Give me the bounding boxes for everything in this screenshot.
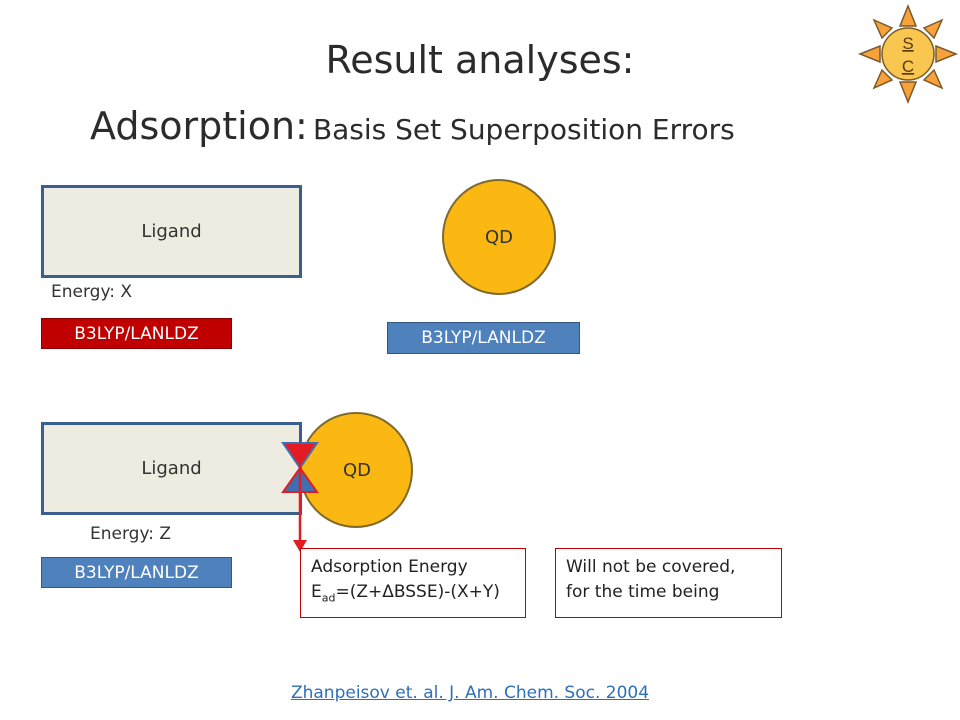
formula-body: =(Z+ΔBSSE)-(X+Y) [335, 582, 500, 602]
formula-e: E [311, 582, 322, 602]
adsorption-energy-box: Adsorption Energy Ead=(Z+ΔBSSE)-(X+Y) [300, 548, 526, 618]
note-line2: for the time being [566, 582, 720, 602]
qd-label-bottom: QD [343, 459, 372, 481]
title-bsse: Basis Set Superposition Errors [312, 113, 735, 146]
ligand-basis-badge-top: B3LYP/LANLDZ [41, 318, 232, 349]
qd-basis-text-top: B3LYP/LANLDZ [421, 328, 546, 348]
slide-title-line2: Adsorption: Basis Set Superposition Erro… [90, 104, 735, 148]
energy-x-label: Energy: X [51, 282, 133, 302]
title-adsorption: Adsorption: [90, 104, 308, 148]
citation-link[interactable]: Zhanpeisov et. al. J. Am. Chem. Soc. 200… [290, 683, 650, 703]
ligand-basis-text-top: B3LYP/LANLDZ [74, 323, 199, 344]
ligand-label-top: Ligand [141, 221, 202, 242]
logo-letter-c: C [902, 57, 914, 76]
qd-basis-badge-top: B3LYP/LANLDZ [387, 322, 580, 354]
ligand-box-top: Ligand [41, 185, 302, 278]
qd-label-top: QD [484, 226, 514, 248]
slide-title-line1: Result analyses: [325, 38, 635, 82]
formula-sub-ad: ad [321, 591, 336, 605]
sun-logo-icon: S C [858, 4, 958, 104]
note-line1: Will not be covered, [566, 557, 736, 577]
bsse-hourglass-arrow [281, 442, 319, 552]
ligand-label-bottom: Ligand [141, 458, 202, 479]
bottom-basis-text: B3LYP/LANLDZ [74, 562, 199, 583]
logo-letter-s: S [902, 34, 913, 53]
adsorption-energy-formula: Ead=(Z+ΔBSSE)-(X+Y) [311, 580, 515, 610]
ligand-box-bottom: Ligand [41, 422, 302, 515]
bottom-basis-badge: B3LYP/LANLDZ [41, 557, 232, 588]
not-covered-note-box: Will not be covered, for the time being [555, 548, 782, 618]
qd-circle-top: QD [442, 179, 556, 295]
arrow-head [293, 540, 307, 552]
energy-z-label: Energy: Z [90, 524, 172, 544]
adsorption-energy-title: Adsorption Energy [311, 557, 468, 577]
